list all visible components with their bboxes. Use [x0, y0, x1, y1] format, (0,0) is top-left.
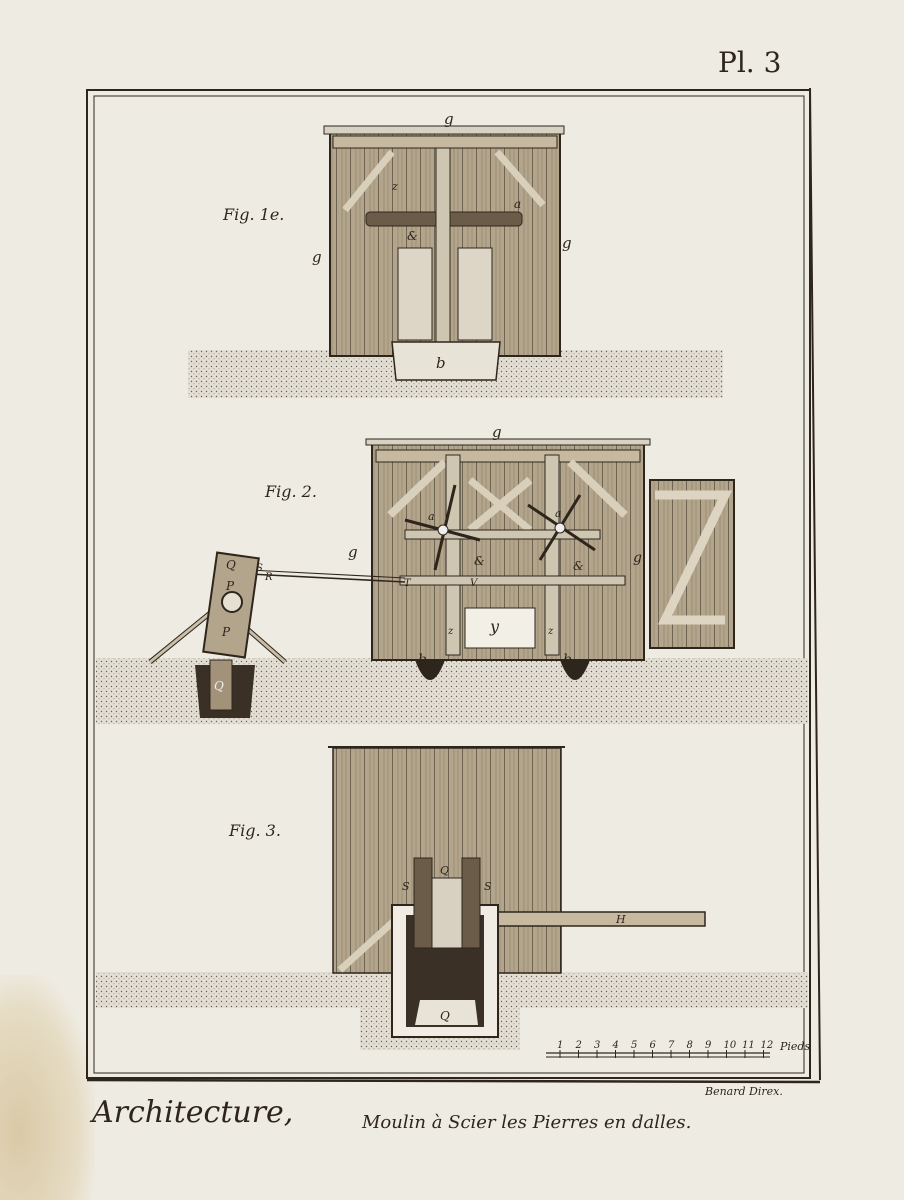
fig2-letter-p1: P: [225, 579, 235, 593]
scale-tick-label: 12: [761, 1040, 774, 1051]
fig2-letter-g-top: g: [492, 423, 502, 441]
scale-tick-label: 3: [594, 1040, 600, 1051]
fig1-letter-g-left: g: [312, 248, 322, 266]
figure-1: Fig. 1e. g g g b a & z: [188, 110, 723, 398]
fig2-letter-z2: z: [547, 626, 554, 637]
fig1-letter-amp: &: [407, 229, 418, 243]
fig1-letter-g-right: g: [562, 234, 572, 252]
scale-tick-label: 2: [575, 1040, 582, 1051]
fig2-letter-q-top: Q: [226, 558, 236, 572]
fig2-letter-p2: P: [221, 625, 231, 639]
plate-subtitle: Moulin à Scier les Pierres en dalles.: [361, 1112, 691, 1133]
fig3-letter-s1: S: [402, 880, 410, 893]
fig2-letter-a2: a: [555, 507, 562, 520]
plate-number: Pl. 3: [718, 46, 781, 79]
figure-3: Fig. 3. Q S S H Q: [96, 746, 808, 1050]
scale-tick-label: 11: [742, 1040, 755, 1051]
fig2-letter-t: T: [404, 578, 412, 589]
fig1-label: Fig. 1e.: [222, 205, 284, 224]
figure-2: Fig. 2. g g g Q S R P P Q T V a a & & z …: [96, 423, 808, 724]
fig2-letter-b1: b: [418, 652, 427, 668]
fig3-label: Fig. 3.: [228, 821, 281, 840]
fig3-letter-h: H: [615, 913, 626, 926]
fig3-letter-q-bottom: Q: [440, 1009, 450, 1023]
plate-frame: [86, 87, 821, 1084]
scale-tick-label: 4: [612, 1040, 619, 1051]
fig2-letter-amp2: &: [573, 559, 584, 573]
fig2-letter-a1: a: [428, 510, 435, 523]
fig1-letter-g-top: g: [444, 110, 454, 128]
fig1-letter-a: a: [514, 197, 521, 211]
fig3-letter-s2: S: [484, 880, 492, 893]
paper-stain: [0, 975, 95, 1200]
fig2-letter-z1: z: [447, 626, 454, 637]
fig2-letter-r: R: [264, 572, 273, 583]
fig2-letter-q-bottom: Q: [214, 679, 224, 693]
fig2-letter-b2: b: [563, 652, 572, 668]
fig2-label: Fig. 2.: [264, 482, 317, 501]
fig3-letter-q-top: Q: [440, 864, 449, 877]
plate-title: Architecture,: [89, 1095, 293, 1130]
scale-tick-label: 1: [557, 1040, 563, 1051]
fig1-letter-z: z: [391, 180, 398, 193]
fig2-letter-s: S: [256, 563, 263, 574]
scale-tick-label: 6: [650, 1040, 657, 1051]
scale-tick-label: 9: [705, 1040, 712, 1051]
fig2-letter-y: y: [489, 617, 500, 636]
fig1-letter-b: b: [436, 354, 446, 372]
scale-tick-label: 7: [668, 1040, 675, 1051]
fig2-letter-amp1: &: [474, 554, 485, 568]
fig2-letter-g-left: g: [348, 543, 358, 561]
scale-tick-label: 8: [687, 1040, 693, 1051]
scale-unit: Pieds: [779, 1040, 810, 1053]
scale-tick-label: 10: [724, 1040, 737, 1051]
engraver-credit: Benard Direx.: [704, 1085, 783, 1098]
fig2-letter-v: V: [470, 578, 479, 589]
fig2-letter-g-right: g: [633, 550, 642, 566]
scale-tick-label: 5: [631, 1040, 637, 1051]
